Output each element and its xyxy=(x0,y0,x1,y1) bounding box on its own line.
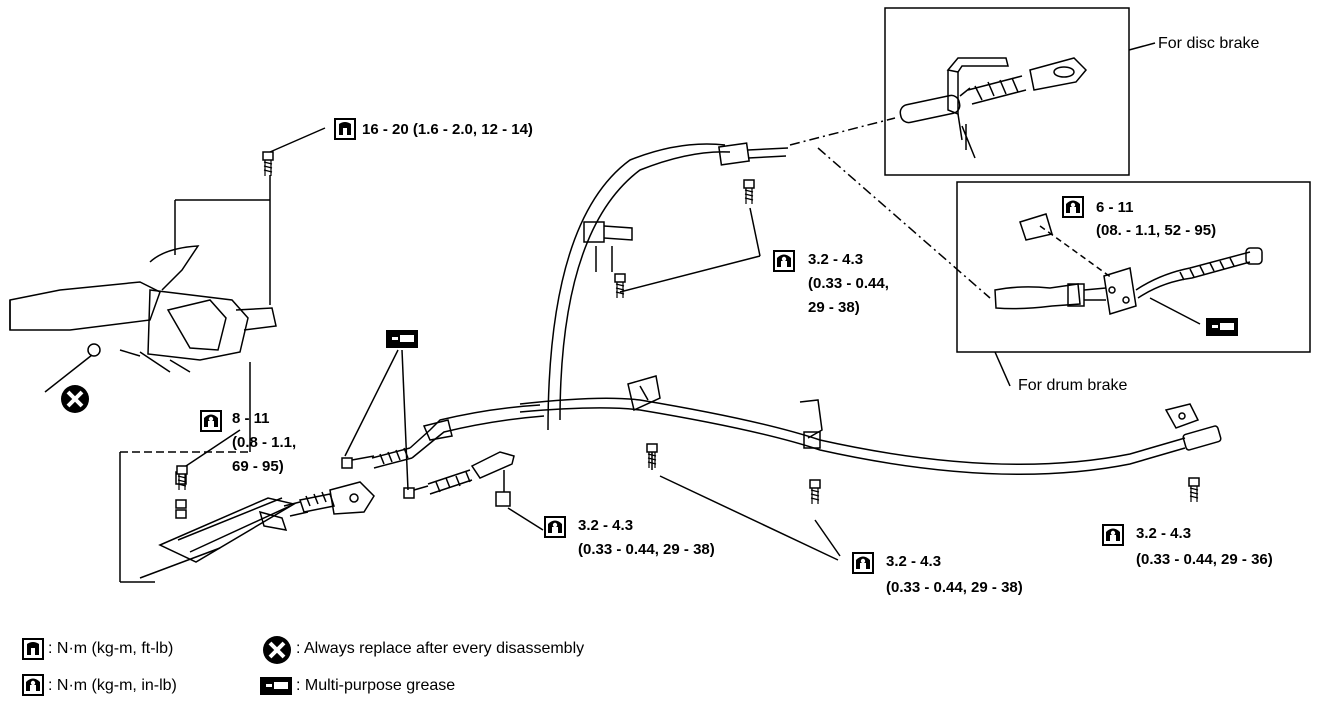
always-replace-icon xyxy=(61,385,89,413)
legend-grease-text: : Multi-purpose grease xyxy=(296,677,456,694)
drum-brake-caption: For drum brake xyxy=(1018,377,1128,394)
disc-brake-caption: For disc brake xyxy=(1158,35,1260,52)
legend-ftlb-text: : N·m (kg-m, ft-lb) xyxy=(48,640,174,657)
grease-icon xyxy=(1206,318,1238,336)
legend-inlb-icon xyxy=(22,674,44,696)
grease-icon xyxy=(386,330,418,348)
drum-torque-detail: (08. - 1.1, 52 - 95) xyxy=(1096,222,1217,239)
torque-inlb-icon xyxy=(852,552,874,574)
legend-replace-text: : Always replace after every disassembly xyxy=(296,640,585,657)
front-cable-torque-value: 3.2 - 4.3 xyxy=(808,251,864,268)
equalizer-torque-detail: (0.8 - 1.1, xyxy=(232,434,297,451)
drum-torque-value: 6 - 11 xyxy=(1096,199,1134,216)
drum-brake-inset-box xyxy=(956,181,1311,353)
front-cable-torque-detail: (0.33 - 0.44, xyxy=(808,275,889,292)
lever-bolt-torque-label: 16 - 20 (1.6 - 2.0, 12 - 14) xyxy=(362,121,533,138)
rear-mid-torque-value: 3.2 - 4.3 xyxy=(886,553,942,570)
rear-left-torque-detail: (0.33 - 0.44, 29 - 38) xyxy=(578,541,715,558)
torque-inlb-icon xyxy=(773,250,795,272)
rear-right-torque-value: 3.2 - 4.3 xyxy=(1136,525,1192,542)
torque-inlb-icon xyxy=(1062,196,1084,218)
rear-right-torque-detail: (0.33 - 0.44, 29 - 36) xyxy=(1136,551,1273,568)
torque-inlb-icon xyxy=(1102,524,1124,546)
rear-left-torque-value: 3.2 - 4.3 xyxy=(578,517,634,534)
legend-grease-icon xyxy=(260,677,292,695)
equalizer-torque-detail-2: 69 - 95) xyxy=(232,458,284,475)
disc-brake-inset-box xyxy=(884,7,1130,176)
torque-ftlb-icon xyxy=(334,118,356,140)
torque-inlb-icon xyxy=(200,410,222,432)
equalizer-torque-value: 8 - 11 xyxy=(232,410,270,427)
legend-ftlb-icon xyxy=(22,638,44,660)
legend-inlb-text: : N·m (kg-m, in-lb) xyxy=(48,677,177,694)
torque-inlb-icon xyxy=(544,516,566,538)
legend-replace-icon xyxy=(263,636,291,664)
rear-mid-torque-detail: (0.33 - 0.44, 29 - 38) xyxy=(886,579,1023,596)
front-cable-torque-detail-2: 29 - 38) xyxy=(808,299,860,316)
